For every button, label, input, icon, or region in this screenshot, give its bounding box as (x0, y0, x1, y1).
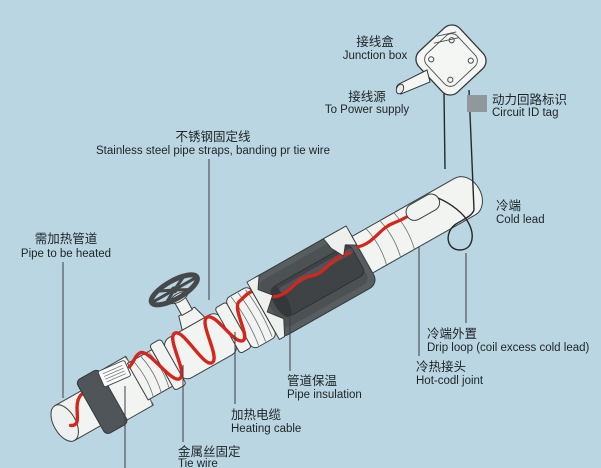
junction-box-lid-marks (433, 31, 459, 44)
label-tie-wire-cn: 金属丝固定 (178, 444, 241, 459)
circuit-id-tag-swatch (467, 95, 487, 112)
label-pipe-insulation-cn: 管道保温 (287, 373, 338, 388)
label-power-supply-en: To Power supply (325, 104, 410, 116)
jacket-torn-edge-left (246, 274, 286, 340)
label-power-supply-cn: 接线源 (348, 89, 386, 104)
heating-cable-in-cutaway (272, 251, 352, 299)
leader-lines (62, 159, 467, 468)
label-pipe-to-be-heated-en: Pipe to be heated (21, 248, 111, 260)
label-hot-cold-joint-cn: 冷热接头 (416, 359, 466, 374)
stainless-steel-straps (365, 212, 415, 266)
cold-lead-cable-to-pipe (443, 91, 446, 170)
pipe-end-cap (50, 404, 79, 442)
junction-box (415, 24, 487, 96)
label-heating-cable-en: Heating cable (231, 423, 301, 435)
valve-body (148, 272, 251, 390)
jacket-torn-edge-right (323, 225, 358, 257)
label-circuit-id-tag-en: Circuit ID tag (492, 107, 558, 119)
heating-cable-serpentine (127, 288, 256, 381)
cold-lead-cable-drip-loop (437, 89, 475, 251)
label-cold-lead-en: Cold lead (496, 214, 545, 226)
valve-handwheel (148, 272, 200, 308)
cold-end-pipe-section (351, 176, 483, 274)
label-drip-loop-en: Drip loop (coil excess cold lead) (427, 342, 590, 354)
label-hot-cold-joint-en: Hot-codl joint (416, 375, 484, 387)
label-pipe-straps-en: Stainless steel pipe straps, banding pr … (96, 145, 330, 157)
labels: 接线盒 Junction box 接线源 To Power supply 动力回… (21, 34, 590, 468)
label-cold-lead-cn: 冷端 (496, 199, 521, 213)
label-junction-box-en: Junction box (343, 50, 408, 62)
label-heating-cable-cn: 加热电缆 (231, 408, 282, 422)
label-pipe-straps-cn: 不锈钢固定线 (175, 129, 251, 144)
label-junction-box-cn: 接线盒 (356, 34, 394, 49)
power-supply-conduit (395, 69, 431, 95)
label-circuit-id-tag-cn: 动力回路标识 (492, 92, 567, 107)
insulation-cutaway (246, 225, 376, 340)
junction-box-screws (428, 37, 474, 83)
label-tie-wire-en: Tie wire (178, 458, 218, 468)
label-drip-loop-cn: 冷端外置 (427, 327, 477, 341)
heating-cable-end-run (356, 214, 410, 249)
jacket-tag (97, 360, 131, 388)
label-pipe-insulation-en: Pipe insulation (287, 389, 362, 401)
label-pipe-to-be-heated-cn: 需加热管道 (35, 231, 98, 246)
